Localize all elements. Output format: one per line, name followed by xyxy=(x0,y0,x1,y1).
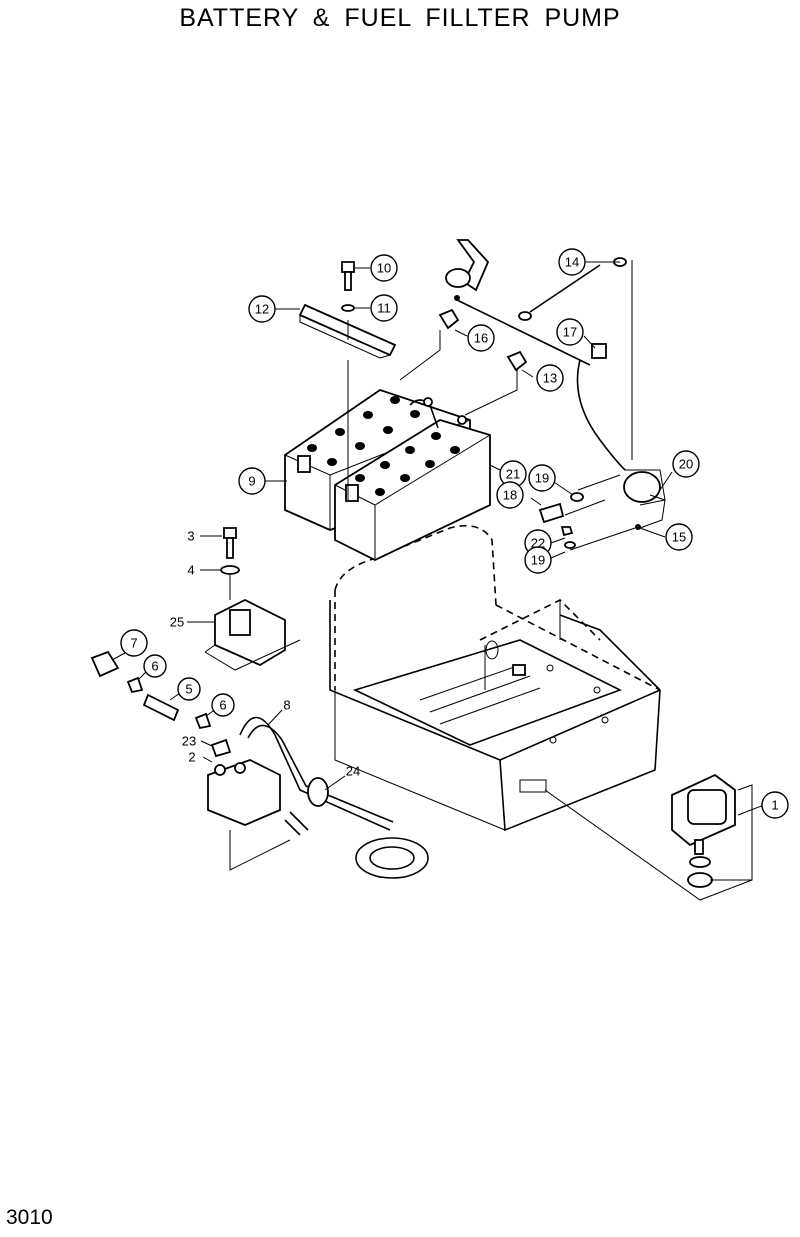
callout-18: 18 xyxy=(496,481,524,509)
callout-6b: 6 xyxy=(211,693,235,717)
callout-13: 13 xyxy=(536,364,564,392)
battery-cables xyxy=(399,239,666,551)
callout-15: 15 xyxy=(665,523,693,551)
callout-19a: 19 xyxy=(528,464,556,492)
page-number: 3010 xyxy=(6,1206,53,1229)
callout-1: 1 xyxy=(761,791,789,819)
svg-text:20: 20 xyxy=(679,457,693,472)
svg-text:10: 10 xyxy=(377,261,391,276)
label-8: 8 xyxy=(283,698,290,713)
work-lamp xyxy=(544,773,753,901)
callout-17: 17 xyxy=(556,318,584,346)
callout-5: 5 xyxy=(177,677,201,701)
leader-lines xyxy=(111,261,765,816)
label-23: 23 xyxy=(182,734,196,749)
battery-hold-bracket xyxy=(298,261,397,500)
callout-21: 21 xyxy=(499,460,527,488)
svg-text:19: 19 xyxy=(531,553,545,568)
svg-text:16: 16 xyxy=(474,331,488,346)
callout-19b: 19 xyxy=(524,546,552,574)
svg-text:17: 17 xyxy=(563,325,577,340)
callout-10: 10 xyxy=(370,254,398,282)
battery-tray xyxy=(329,524,661,832)
callout-16: 16 xyxy=(467,324,495,352)
svg-text:1: 1 xyxy=(771,798,778,813)
svg-text:6: 6 xyxy=(219,698,226,713)
callout-11: 11 xyxy=(370,294,398,322)
svg-text:21: 21 xyxy=(506,467,520,482)
label-4: 4 xyxy=(187,563,194,578)
svg-text:13: 13 xyxy=(543,371,557,386)
svg-text:22: 22 xyxy=(531,536,545,551)
svg-text:7: 7 xyxy=(130,636,137,651)
svg-text:19: 19 xyxy=(535,471,549,486)
svg-text:11: 11 xyxy=(377,301,391,316)
label-25: 25 xyxy=(170,615,184,630)
svg-text:15: 15 xyxy=(672,530,686,545)
callout-14: 14 xyxy=(558,248,586,276)
callout-12: 12 xyxy=(248,295,276,323)
svg-text:5: 5 xyxy=(185,682,192,697)
label-3: 3 xyxy=(187,529,194,544)
fuel-pump-parts xyxy=(90,527,429,879)
label-24: 24 xyxy=(346,764,360,779)
callout-20: 20 xyxy=(672,450,700,478)
svg-text:6: 6 xyxy=(151,659,158,674)
svg-text:14: 14 xyxy=(565,255,579,270)
callout-9: 9 xyxy=(238,467,266,495)
diagram-title: BATTERY & FUEL FILLTER PUMP xyxy=(179,4,621,32)
svg-text:12: 12 xyxy=(255,302,269,317)
callout-6a: 6 xyxy=(143,654,167,678)
label-2: 2 xyxy=(188,750,195,765)
battery-pair xyxy=(284,389,491,562)
svg-text:18: 18 xyxy=(503,488,517,503)
callout-7: 7 xyxy=(120,629,148,657)
plain-labels: 3 4 25 23 2 8 24 xyxy=(170,529,360,779)
svg-text:9: 9 xyxy=(248,474,255,489)
